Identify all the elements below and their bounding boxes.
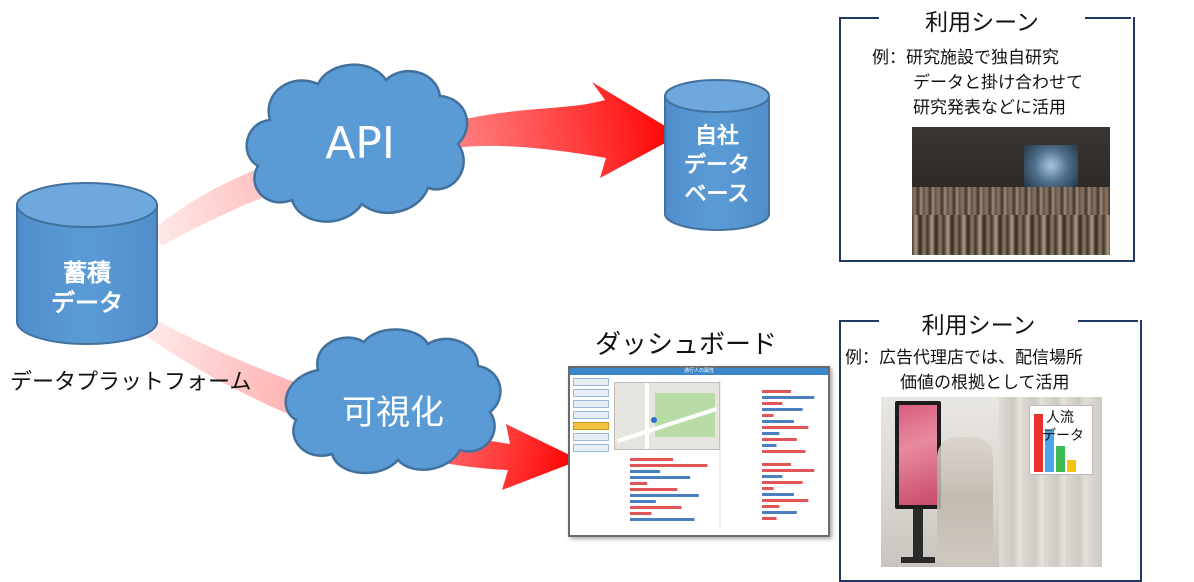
hall-screen	[1024, 145, 1078, 191]
dashboard-bar	[762, 396, 815, 399]
dashboard-menu-item	[573, 411, 609, 419]
company-db-label-line2: データ	[683, 153, 750, 178]
map-park	[655, 393, 715, 437]
company-db-label-line1: 自社	[694, 124, 739, 149]
company-db-cylinder-icon	[664, 79, 770, 231]
scene-top-line3: 研究発表などに活用	[913, 98, 1066, 118]
scene-bottom-title: 利用シーン	[921, 313, 1036, 339]
flow-bar-blue	[1045, 430, 1054, 472]
visualize-label: 可視化	[342, 393, 444, 433]
dashboard-menu-item-active	[573, 422, 609, 430]
api-label: API	[325, 118, 395, 169]
dashboard-menu-item	[573, 400, 609, 408]
dashboard-bar	[630, 488, 678, 491]
signage-stand	[913, 509, 923, 559]
scene-top-frame-line-left	[839, 17, 879, 19]
dashboard-bar	[630, 506, 682, 509]
arrow-to-database	[150, 82, 680, 246]
dashboard-bar	[630, 476, 691, 479]
dashboard-bar	[762, 414, 774, 417]
scene-top-frame-line-right	[1085, 17, 1131, 19]
people-flow-chart-box: 人流 データ	[1029, 405, 1093, 475]
flow-label-line2: データ	[1042, 428, 1084, 444]
map-pin-icon	[651, 417, 657, 423]
dashboard-bar	[762, 517, 777, 520]
storage-label: 蓄積 データ	[17, 258, 157, 318]
visualize-cloud-icon	[284, 328, 502, 475]
dashboard-bar	[630, 494, 699, 497]
flow-bar-green	[1056, 446, 1065, 472]
dashboard-bar	[762, 450, 806, 453]
people-flow-chart-icon	[1034, 414, 1076, 472]
dashboard-bar	[762, 505, 780, 508]
scene-top-line2: データと掛け合わせて	[913, 73, 1083, 93]
dashboard-title: ダッシュボード	[595, 330, 778, 360]
company-db-label-line3: ベース	[684, 182, 750, 207]
dashboard-bar	[762, 432, 780, 435]
dashboard-bar	[630, 518, 695, 521]
dashboard-bar	[762, 469, 815, 472]
platform-label: データプラットフォーム	[10, 370, 252, 395]
dashboard-menu-item	[573, 433, 609, 441]
dashboard-bar	[762, 487, 774, 490]
dashboard-bar	[630, 464, 708, 467]
company-db-label: 自社 データ ベース	[665, 122, 769, 209]
dashboard-bar-charts	[630, 380, 815, 528]
scene-bottom-line1: 例：広告代理店では、配信場所	[845, 348, 1083, 368]
storage-cylinder-icon	[16, 182, 158, 345]
dashboard-bar	[762, 463, 791, 466]
scene-top-line1: 例：研究施設で独自研究	[872, 48, 1059, 68]
dashboard-bar	[630, 512, 652, 515]
dashboard-bar	[762, 475, 783, 478]
scene-top-title: 利用シーン	[925, 10, 1039, 36]
signage-photo-icon: 人流 データ	[881, 397, 1102, 567]
flow-bar-yellow	[1067, 460, 1076, 472]
dashboard-screenshot: 通行人の属性	[568, 366, 830, 537]
signage-screen	[899, 405, 937, 505]
lecture-hall-photo-icon	[912, 127, 1110, 255]
signage-base	[901, 557, 935, 563]
dashboard-menu-item	[573, 378, 609, 386]
flow-bar-red	[1034, 414, 1043, 472]
api-cloud-icon	[245, 63, 469, 223]
dashboard-header-bar: 通行人の属性	[570, 368, 828, 375]
dashboard-bar	[762, 402, 783, 405]
dashboard-menu-item	[573, 444, 609, 452]
dashboard-map	[614, 382, 720, 450]
pedestrian-figure	[937, 437, 993, 563]
scene-bottom-frame-line-right	[1078, 320, 1138, 322]
dashboard-bar	[630, 482, 648, 485]
dashboard-bar	[762, 499, 809, 502]
storage-label-line2: データ	[51, 289, 123, 317]
dashboard-screen-header: 通行人の属性	[683, 368, 714, 374]
scene-bottom-frame-line-left	[839, 320, 879, 322]
dashboard-bar	[762, 438, 797, 441]
dashboard-bar	[762, 420, 794, 423]
scene-bottom-line2: 価値の根拠として活用	[900, 373, 1070, 393]
dashboard-bar	[762, 444, 777, 447]
dashboard-bar	[762, 493, 794, 496]
dashboard-bar	[762, 511, 797, 514]
dashboard-bar	[762, 481, 803, 484]
storage-label-line1: 蓄積	[63, 259, 111, 287]
dashboard-bar	[630, 500, 656, 503]
hall-audience-front	[912, 215, 1110, 255]
dashboard-bar	[630, 470, 661, 473]
dashboard-menu-item	[573, 389, 609, 397]
dashboard-bar	[762, 390, 791, 393]
dashboard-side-menu	[573, 378, 609, 528]
dashboard-bar	[762, 408, 803, 411]
dashboard-bar	[762, 426, 809, 429]
scene-top-frame	[839, 17, 1135, 262]
map-road	[645, 383, 649, 449]
flow-label-line1: 人流	[1046, 410, 1074, 426]
dashboard-bar	[630, 458, 673, 461]
